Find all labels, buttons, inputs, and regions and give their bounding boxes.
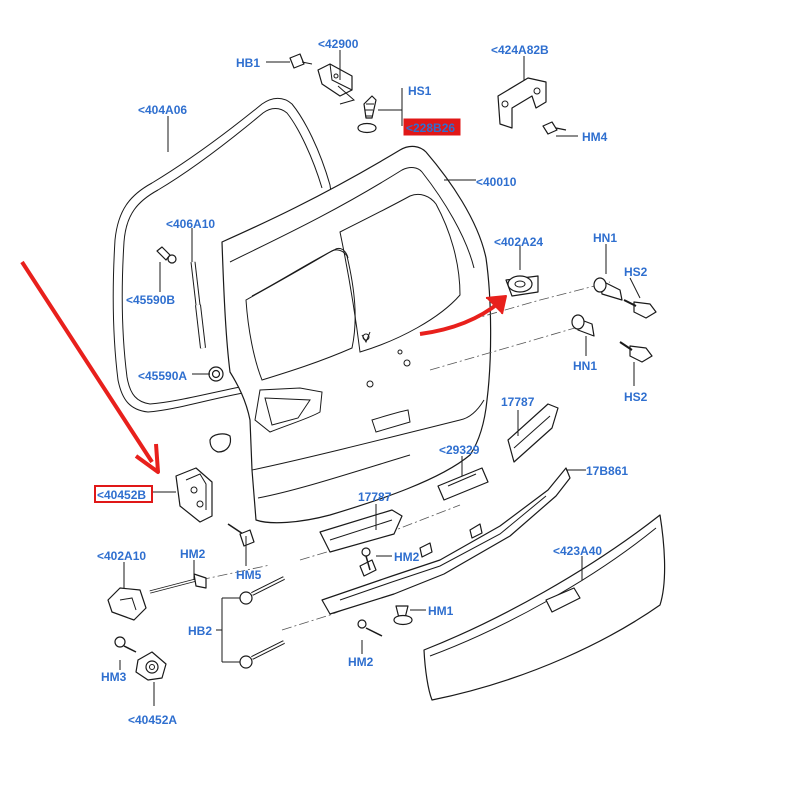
label-29329: <29329 — [439, 443, 480, 457]
label-hb2: HB2 — [188, 624, 212, 638]
label-hn1-top: HN1 — [593, 231, 617, 245]
bolt-hm2-left — [149, 573, 207, 594]
screw-hs2-bottom — [619, 341, 653, 363]
label-hm5: HM5 — [236, 568, 262, 582]
red-curved-arrow — [419, 295, 507, 336]
screw-hm3 — [114, 636, 137, 653]
label-17b861: 17B861 — [586, 464, 628, 478]
label-hb1: HB1 — [236, 56, 260, 70]
label-hs2-bottom: HS2 — [624, 390, 648, 404]
tailgate-panel — [221, 145, 492, 524]
label-45590a: <45590A — [138, 369, 187, 383]
hinge-bolt-hb1 — [289, 53, 313, 69]
label-hm2-left: HM2 — [180, 547, 206, 561]
callout-labels: HB1 <42900 <424A82B <404A06 HS1 <228B26 … — [97, 37, 648, 727]
label-40452a: <40452A — [128, 713, 177, 727]
label-hs1: HS1 — [408, 84, 432, 98]
label-228b26: <228B26 — [406, 121, 455, 135]
tailgate-applique-423a40 — [423, 514, 666, 701]
label-hm1: HM1 — [428, 604, 454, 618]
highlight-box-228b26 — [403, 118, 461, 136]
label-40010: <40010 — [476, 175, 517, 189]
label-42900: <42900 — [318, 37, 359, 51]
rubber-stop-402a24 — [505, 275, 539, 297]
tailgate-weatherstrip — [112, 97, 333, 413]
label-hm2-bottom: HM2 — [348, 655, 374, 669]
label-424a82b: <424A82B — [491, 43, 549, 57]
label-hm3: HM3 — [101, 670, 127, 684]
label-423a40: <423A40 — [553, 544, 602, 558]
label-hn1-bottom: HN1 — [573, 359, 597, 373]
clip-hm1 — [393, 605, 413, 626]
latch-40452b — [175, 467, 213, 523]
label-406a10: <406A10 — [166, 217, 215, 231]
label-404a06: <404A06 — [138, 103, 187, 117]
nut-hn1-bottom — [571, 314, 595, 337]
label-hm4: HM4 — [582, 130, 608, 144]
gas-strut — [190, 261, 206, 349]
label-17787-left: 17787 — [358, 490, 392, 504]
label-402a10: <402A10 — [97, 549, 146, 563]
label-hs2-top: HS2 — [624, 265, 648, 279]
leader-lines — [119, 50, 641, 706]
ball-stud-upper — [156, 246, 177, 264]
bump-stop — [209, 433, 232, 453]
bolt-hb2-lower — [239, 640, 285, 669]
red-pointer-arrow — [20, 260, 160, 474]
label-402a24: <402A24 — [494, 235, 543, 249]
moulding-17787-right — [507, 403, 559, 463]
tailgate-hinge — [317, 63, 353, 97]
bracket-40452a — [135, 651, 167, 681]
bracket-424a82b — [497, 77, 547, 129]
bracket-17b861 — [321, 467, 571, 615]
label-40452b: <40452B — [97, 488, 146, 502]
label-17787-right: 17787 — [501, 395, 535, 409]
label-hm2-mid: HM2 — [394, 550, 420, 564]
screw-hm2-mid — [361, 547, 371, 571]
highlight-box-40452b — [94, 485, 153, 503]
bolt-hb2-upper — [239, 576, 285, 605]
ball-stud-lower — [208, 366, 224, 382]
striker-402a10 — [107, 587, 147, 621]
applique-29329 — [437, 467, 489, 501]
screw-hs2-top — [623, 299, 657, 319]
nut-hn1-top — [593, 277, 623, 301]
screw-hm5 — [227, 523, 255, 547]
moulding-17787-left — [319, 509, 403, 553]
hinge-screw-hs1 — [357, 95, 377, 134]
label-45590b: <45590B — [126, 293, 175, 307]
screw-hm4 — [542, 121, 567, 135]
screw-hm2-bottom — [357, 619, 383, 637]
